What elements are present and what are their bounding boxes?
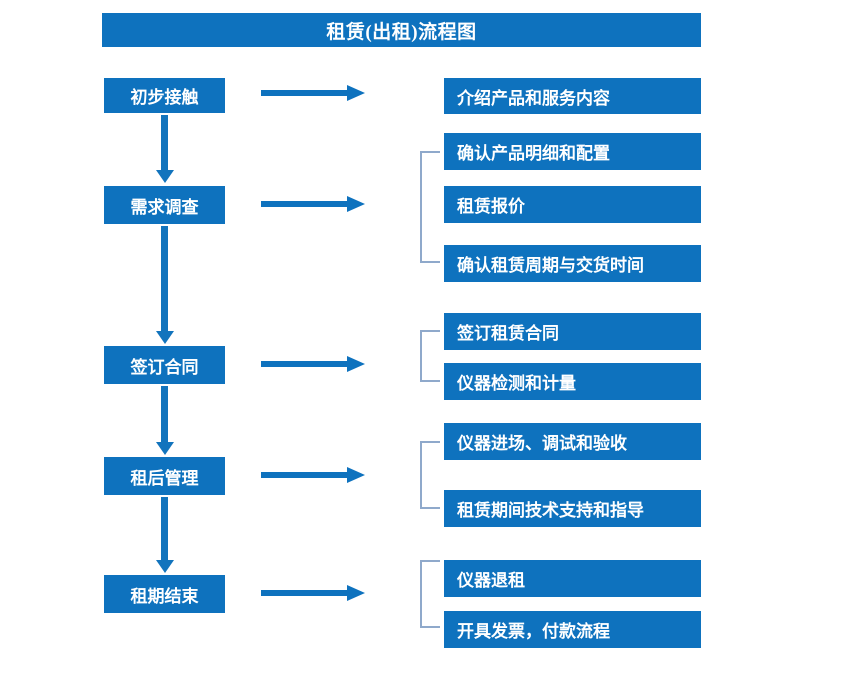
detail-box[interactable]: 介绍产品和服务内容 <box>444 78 701 114</box>
detail-box[interactable]: 租赁期间技术支持和指导 <box>444 490 701 527</box>
stage-box[interactable]: 租期结束 <box>104 575 225 613</box>
arrow-head-down-icon <box>156 170 174 183</box>
detail-box[interactable]: 确认产品明细和配置 <box>444 133 701 170</box>
detail-box[interactable]: 租赁报价 <box>444 186 701 223</box>
arrow-shaft <box>261 472 349 478</box>
arrow-head-down-icon <box>156 331 174 344</box>
stage-box[interactable]: 签订合同 <box>104 346 225 384</box>
stage-arrow-right <box>261 467 365 483</box>
detail-box[interactable]: 仪器退租 <box>444 560 701 597</box>
group-bracket <box>420 330 440 382</box>
arrow-shaft <box>161 115 168 170</box>
arrow-head-down-icon <box>156 560 174 573</box>
arrow-head-right-icon <box>347 467 365 483</box>
detail-box[interactable]: 签订租赁合同 <box>444 313 701 350</box>
stage-arrow-right <box>261 585 365 601</box>
arrow-shaft <box>261 201 349 207</box>
connector-arrow-down <box>156 497 174 573</box>
detail-box[interactable]: 仪器检测和计量 <box>444 363 701 400</box>
arrow-shaft <box>161 386 168 442</box>
group-bracket <box>420 441 440 509</box>
arrow-shaft <box>161 226 168 331</box>
connector-arrow-down <box>156 386 174 455</box>
stage-box[interactable]: 初步接触 <box>104 78 225 113</box>
stage-box[interactable]: 需求调查 <box>104 186 225 224</box>
arrow-shaft <box>161 497 168 560</box>
stage-arrow-right <box>261 356 365 372</box>
connector-arrow-down <box>156 226 174 344</box>
stage-arrow-right <box>261 85 365 101</box>
arrow-head-down-icon <box>156 442 174 455</box>
stage-arrow-right <box>261 196 365 212</box>
arrow-head-right-icon <box>347 85 365 101</box>
arrow-head-right-icon <box>347 585 365 601</box>
detail-box[interactable]: 开具发票，付款流程 <box>444 611 701 648</box>
arrow-head-right-icon <box>347 356 365 372</box>
detail-box[interactable]: 确认租赁周期与交货时间 <box>444 245 701 282</box>
arrow-shaft <box>261 90 349 96</box>
group-bracket <box>420 151 440 263</box>
connector-arrow-down <box>156 115 174 183</box>
flowchart-title: 租赁(出租)流程图 <box>102 13 701 47</box>
group-bracket <box>420 560 440 628</box>
arrow-shaft <box>261 590 349 596</box>
arrow-head-right-icon <box>347 196 365 212</box>
arrow-shaft <box>261 361 349 367</box>
detail-box[interactable]: 仪器进场、调试和验收 <box>444 423 701 460</box>
stage-box[interactable]: 租后管理 <box>104 457 225 495</box>
